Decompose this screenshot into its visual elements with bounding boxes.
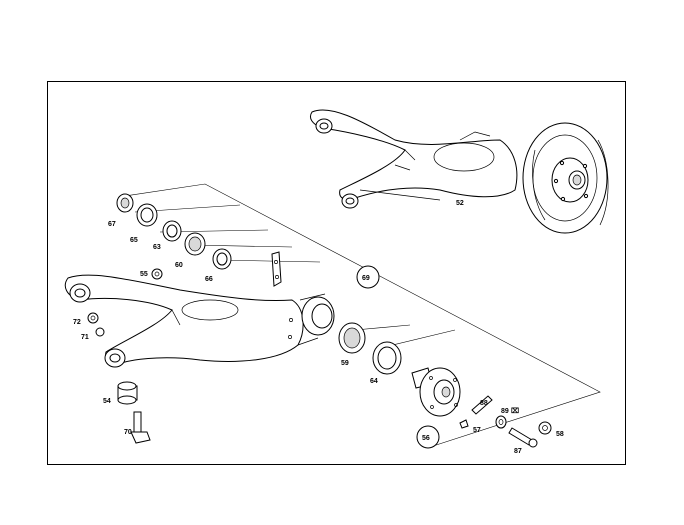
part-67-seal <box>116 193 134 213</box>
mounting-bracket <box>271 251 282 287</box>
label-67: 67 <box>108 221 116 228</box>
part-89-marker: ⌧ <box>511 407 519 415</box>
label-60: 60 <box>175 262 183 269</box>
part-63-ring <box>162 220 182 242</box>
label-88: 88 <box>480 400 488 407</box>
part-60-bearing <box>184 232 206 256</box>
part-72-washer <box>87 312 99 324</box>
label-64: 64 <box>370 378 378 385</box>
exploded-view-guide-lines <box>124 183 601 448</box>
part-64-seal-ring <box>372 341 402 375</box>
assembly-52-trailing-arm <box>309 109 609 234</box>
part-56-wheel-hub <box>411 367 461 417</box>
part-88-pin <box>471 395 493 415</box>
part-66-bushing <box>212 248 232 270</box>
label-54: 54 <box>103 398 111 405</box>
diagram-frame <box>47 81 626 465</box>
label-63: 63 <box>153 244 161 251</box>
label-69: 69 <box>362 275 370 282</box>
part-59-wheel-bearing <box>338 322 366 354</box>
label-87: 87 <box>514 448 522 455</box>
part-71-nut <box>95 327 105 337</box>
callout-56 <box>416 425 440 449</box>
callout-69 <box>356 265 380 289</box>
label-55: 55 <box>140 271 148 278</box>
part-55-nut <box>151 268 163 280</box>
part-89-washer <box>495 415 507 429</box>
label-72: 72 <box>73 319 81 326</box>
part-54-rubber-mount <box>117 381 138 405</box>
trailing-arm-bare <box>64 274 335 368</box>
label-58: 58 <box>556 431 564 438</box>
part-70-bolt <box>130 411 151 444</box>
label-70: 70 <box>124 429 132 436</box>
part-57-key <box>459 419 469 429</box>
part-87-screw <box>508 427 538 448</box>
part-58-cap-nut <box>538 421 552 435</box>
label-56: 56 <box>422 435 430 442</box>
label-52: 52 <box>456 200 464 207</box>
label-66: 66 <box>205 276 213 283</box>
label-59: 59 <box>341 360 349 367</box>
label-89: 89 <box>501 408 509 415</box>
label-65: 65 <box>130 237 138 244</box>
label-71: 71 <box>81 334 89 341</box>
part-65-bushing <box>136 203 158 227</box>
label-57: 57 <box>473 427 481 434</box>
